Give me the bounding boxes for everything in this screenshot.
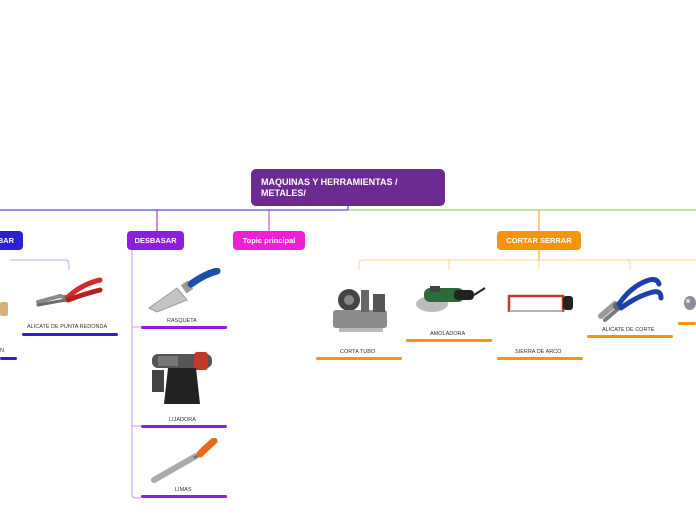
scraper-icon	[148, 268, 221, 313]
amoladora-bar	[406, 339, 492, 342]
rasqueta-label[interactable]: RASQUETA	[167, 318, 197, 324]
left-partial-bar	[0, 357, 17, 360]
corta-tubo-bar	[316, 357, 402, 360]
left-partial-label[interactable]: N	[0, 348, 4, 354]
topic-desbasar[interactable]: DESBASAR	[127, 231, 184, 250]
cutter-pliers-icon	[598, 277, 664, 322]
topic-left-partial[interactable]: BAR	[0, 231, 23, 250]
partial-tool-icon	[684, 296, 696, 310]
hammer-icon	[0, 302, 8, 316]
limas-bar	[141, 495, 227, 498]
root-node[interactable]: MAQUINAS Y HERRAMIENTAS / METALES/	[251, 169, 445, 206]
topic-principal[interactable]: Topic principal	[233, 231, 305, 250]
pliers-icon	[36, 277, 103, 307]
hacksaw-icon	[507, 294, 573, 312]
sierra-de-arco-label[interactable]: SIERRA DE ARCO	[515, 349, 562, 355]
grinder-icon	[416, 286, 486, 312]
file-icon	[151, 438, 218, 483]
amoladora-label[interactable]: AMOLADORA	[430, 331, 466, 337]
right-partial-bar	[678, 322, 696, 325]
alicate-punta-redonda-label[interactable]: ALICATE DE PUNTA REDONDA	[27, 324, 108, 330]
topic-cortar-serrar[interactable]: CORTAR SERRAR	[497, 231, 581, 250]
alicate-de-corte-label[interactable]: ALICATE DE CORTE	[602, 327, 655, 333]
lijadora-bar	[141, 425, 227, 428]
rasqueta-bar	[141, 326, 227, 329]
lijadora-label[interactable]: LIJADORA	[169, 417, 196, 423]
alicate-de-corte-bar	[587, 335, 673, 338]
limas-label[interactable]: LIMAS	[175, 487, 192, 493]
pipe-cutter-icon	[333, 289, 387, 332]
corta-tubo-label[interactable]: CORTA TUBO	[340, 349, 376, 355]
alicate-punta-redonda-bar	[22, 333, 118, 336]
sander-icon	[152, 352, 212, 404]
sierra-de-arco-bar	[497, 357, 583, 360]
